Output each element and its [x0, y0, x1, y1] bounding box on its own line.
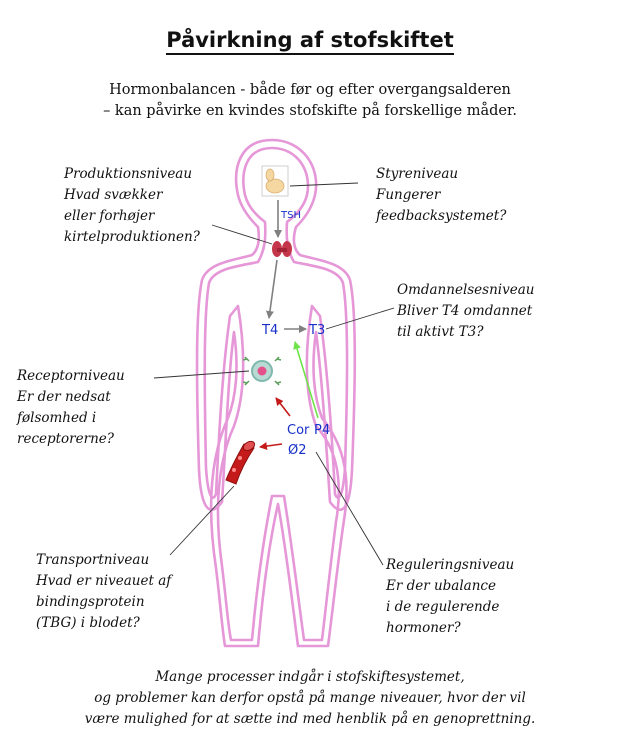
footer-line: og problemer kan derfor opstå på mange n… — [94, 690, 526, 706]
label-styreniveau: Styreniveau Fungerer feedbacksystemet? — [376, 164, 506, 227]
leader-line-styre — [289, 182, 359, 187]
label-line: eller forhøjer — [64, 208, 155, 224]
label-line: Receptorniveau — [17, 368, 125, 384]
pituitary-gland-icon — [261, 165, 289, 197]
hormone-cor: Cor — [287, 423, 310, 438]
leader-line-regulering — [315, 451, 384, 566]
label-line: hormoner? — [386, 620, 461, 636]
label-receptorniveau: Receptorniveau Er der nedsat følsomhed i… — [17, 366, 125, 450]
footer-line: være mulighed for at sætte ind med henbl… — [84, 711, 536, 727]
label-line: Er der nedsat — [17, 389, 111, 405]
label-line: Styreniveau — [376, 166, 459, 182]
footer-text: Mange processer indgår i stofskiftesyste… — [20, 667, 600, 730]
label-line: (TBG) i blodet? — [36, 615, 140, 631]
label-line: følsomhed i — [17, 410, 97, 426]
leader-lines — [153, 182, 395, 566]
label-line: til aktivt T3? — [397, 324, 484, 340]
hormone-t4: T4 — [261, 323, 278, 338]
page-title-text: Påvirkning af stofskiftet — [166, 28, 454, 55]
label-line: Hvad svækker — [64, 187, 163, 203]
label-line: Omdannelsesniveau — [397, 282, 535, 298]
label-line: Bliver T4 omdannet — [397, 303, 533, 319]
label-line: i de regulerende — [386, 599, 500, 615]
label-line: bindingsprotein — [36, 594, 145, 610]
label-line: Reguleringsniveau — [386, 557, 515, 573]
label-line: kirtelproduktionen? — [64, 229, 200, 245]
label-produktionsniveau: Produktionsniveau Hvad svækker eller for… — [64, 164, 200, 248]
thyroid-gland-icon — [272, 241, 292, 257]
arrow-o2-to-vessel — [259, 442, 283, 451]
label-line: Er der ubalance — [386, 578, 496, 594]
label-omdannelsesniveau: Omdannelsesniveau Bliver T4 omdannet til… — [397, 280, 534, 343]
intro-line: Hormonbalancen - både før og efter overg… — [109, 82, 511, 98]
body-silhouette — [195, 138, 357, 648]
intro-text: Hormonbalancen - både før og efter overg… — [40, 80, 580, 122]
arrow-thyroid-to-t4 — [265, 259, 278, 319]
receptor-cell-icon — [242, 356, 282, 386]
page-title: Påvirkning af stofskiftet — [0, 28, 620, 55]
hormone-tsh: TSH — [280, 210, 301, 221]
footer-line: Mange processer indgår i stofskiftesyste… — [155, 669, 465, 685]
leader-line-transport — [169, 485, 235, 556]
leader-line-produktion — [211, 224, 273, 245]
leader-line-omdannelse — [325, 307, 395, 330]
intro-line: – kan påvirke en kvindes stofskifte på f… — [103, 103, 517, 119]
label-line: feedbacksystemet? — [376, 208, 507, 224]
label-transportniveau: Transportniveau Hvad er niveauet af bind… — [36, 550, 171, 634]
arrow-cor-to-receptor — [275, 397, 291, 417]
label-reguleringsniveau: Reguleringsniveau Er der ubalance i de r… — [386, 555, 514, 639]
leader-line-receptor — [153, 370, 250, 379]
label-line: Transportniveau — [36, 552, 150, 568]
hormone-t3: T3 — [308, 323, 325, 338]
hormone-p4: P4 — [314, 423, 330, 438]
label-line: Hvad er niveauet af — [36, 573, 172, 589]
blood-vessel-icon — [225, 440, 256, 485]
hormone-o2: Ø2 — [288, 443, 307, 458]
label-line: Fungerer — [376, 187, 441, 203]
arrow-p4-to-t3 — [293, 341, 319, 419]
label-line: receptorerne? — [17, 431, 115, 447]
label-line: Produktionsniveau — [64, 166, 193, 182]
